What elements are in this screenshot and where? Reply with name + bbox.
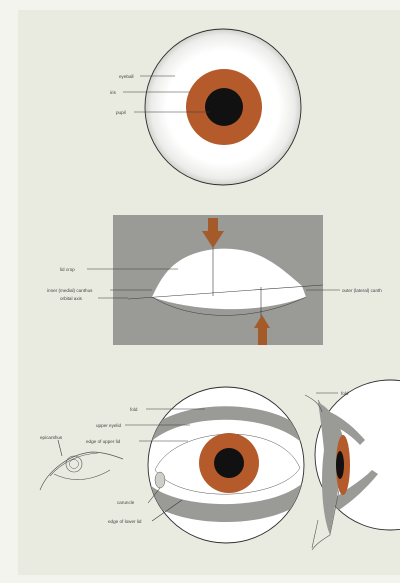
pupil-disc	[205, 88, 243, 126]
edge-lower-lid-label: edge of lower lid	[108, 519, 142, 524]
caruncle-label: caruncle	[117, 500, 135, 505]
inner-canthus-label: inner (medial) canthus	[47, 288, 93, 293]
bottom-pupil-disc	[214, 448, 244, 478]
eyeball-label: eyeball	[119, 74, 134, 79]
upper-eyelid-label: upper eyelid	[96, 423, 121, 428]
orbital-axis-label: orbital axis	[60, 296, 83, 301]
iris-label: iris	[110, 90, 117, 95]
fold-label: fold	[130, 407, 138, 412]
outer-canthus-label: outer (lateral) canth	[342, 288, 382, 293]
epicanthus-label: epicanthus	[40, 435, 63, 440]
pupil-label: pupil	[116, 110, 126, 115]
lid-crop-label: lid crop	[60, 267, 75, 272]
caruncle-shape	[155, 472, 165, 488]
side-pupil	[336, 451, 344, 479]
edge-upper-lid-label: edge of upper lid	[86, 439, 121, 444]
side-fold-label: fold	[341, 391, 349, 396]
